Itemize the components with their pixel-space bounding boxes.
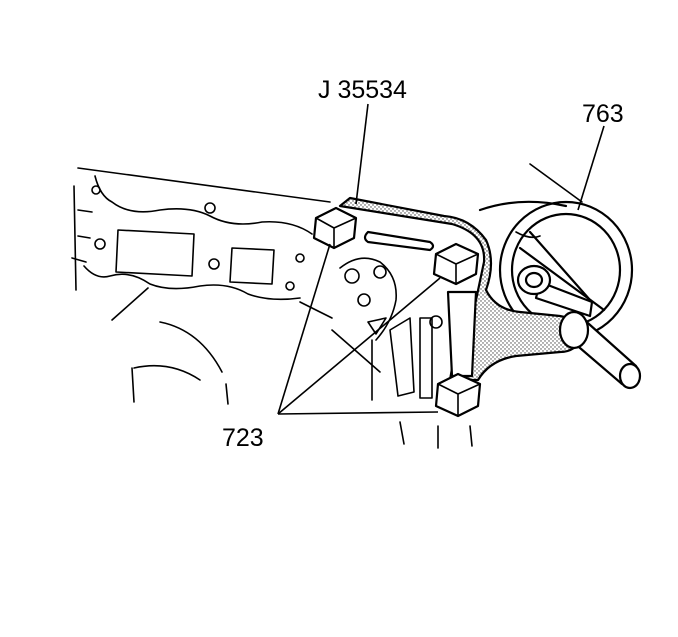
gasket-ports [91,185,305,291]
tool-bracket [338,196,582,382]
puller-shaft [516,264,642,390]
cylinder-head-outline [71,167,381,405]
callout-leaders [277,103,605,415]
callout-tool-number: J 35534 [318,76,407,104]
callout-763: 763 [582,100,624,128]
bolt-icon [434,372,482,418]
bolt-icon [312,206,358,250]
block-detail [339,257,473,449]
bolt-icon [432,242,480,286]
callout-723: 723 [222,424,264,452]
